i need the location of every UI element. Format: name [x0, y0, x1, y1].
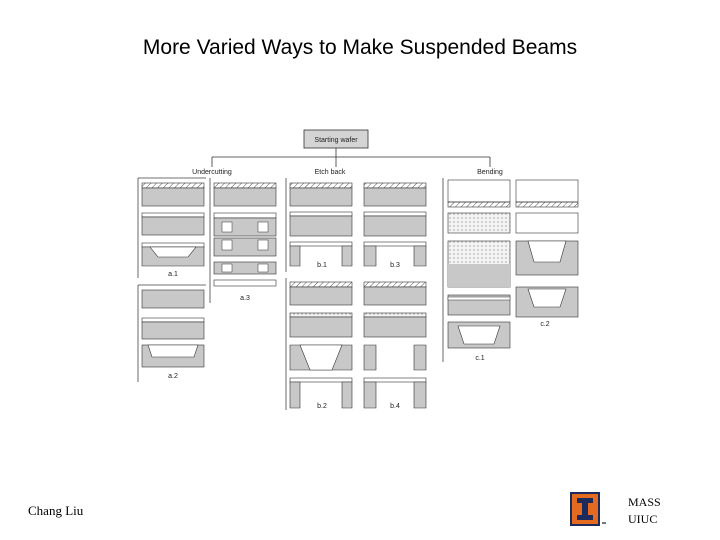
panel-b2: b.2 — [289, 281, 353, 410]
panel-b1: b.1 — [289, 182, 353, 269]
author-name: Chang Liu — [28, 503, 84, 518]
org-line-1: MASS — [628, 495, 661, 509]
label-b3: b.3 — [390, 262, 400, 269]
branch-bending: Bending — [477, 169, 503, 176]
slide-title: More Varied Ways to Make Suspended Beams — [142, 36, 578, 59]
label-b4: b.4 — [390, 403, 400, 410]
panel-a3: a.3 — [213, 182, 277, 302]
label-c2: c.2 — [540, 321, 549, 328]
starting-wafer-label: Starting wafer — [314, 137, 358, 144]
org-line-2: UIUC — [628, 512, 658, 526]
label-a3: a.3 — [240, 295, 250, 302]
label-b1: b.1 — [317, 262, 327, 269]
organization-label: MASS UIUC — [628, 494, 661, 528]
panel-a1: a.1 — [141, 182, 205, 278]
label-b2: b.2 — [317, 403, 327, 410]
label-c1: c.1 — [475, 355, 484, 362]
panel-b3: b.3 — [363, 182, 427, 269]
label-a2: a.2 — [168, 373, 178, 380]
tree-connectors — [211, 148, 491, 167]
panel-b4: b.4 — [363, 281, 427, 410]
label-a1: a.1 — [168, 271, 178, 278]
branch-etch-back: Etch back — [315, 169, 346, 176]
university-logo-icon — [570, 492, 606, 526]
branch-undercutting: Undercutting — [192, 169, 232, 176]
panel-c1: c.1 — [447, 179, 511, 362]
group-frames — [137, 177, 444, 410]
panel-a2: a.2 — [141, 289, 205, 380]
panel-c2: c.2 — [515, 179, 579, 328]
